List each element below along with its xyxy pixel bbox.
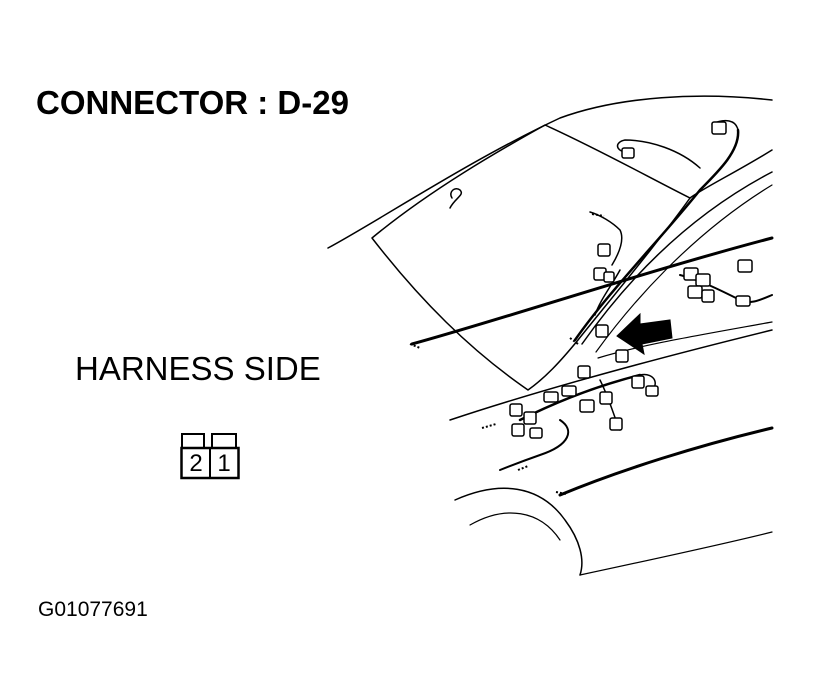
figure-id: G01077691 xyxy=(38,598,148,621)
harness-side-label: HARNESS SIDE xyxy=(75,350,321,387)
connector-face-diagram: 2 1 xyxy=(180,432,242,480)
pin-2-label: 2 xyxy=(189,450,203,477)
pin-1-label: 1 xyxy=(217,450,231,477)
indicator-arrow xyxy=(616,312,673,356)
connector-outline xyxy=(180,433,240,480)
page-title: CONNECTOR : D-29 xyxy=(36,84,349,121)
